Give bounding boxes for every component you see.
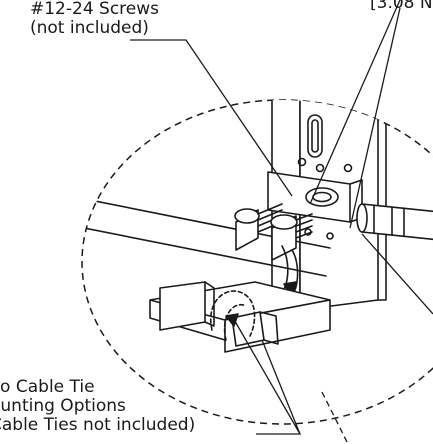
leader-torque-2 (349, 7, 401, 229)
screws-callout: #12-24 Screws (not included) (30, 0, 159, 38)
torque-callout-line1: [3.08 N.m] (370, 0, 433, 13)
cable-tie-callout: vo Cable Tie ounting Options Cable Ties … (0, 378, 195, 435)
right-connector (356, 203, 433, 241)
cable-tie-callout-line3: Cable Ties not included) (0, 415, 196, 435)
cable-tie-callout-line1: vo Cable Tie (0, 377, 95, 397)
torque-callout: [3.08 N.m] (370, 0, 433, 13)
screws-callout-line2: (not included) (30, 18, 149, 38)
leader-right (361, 233, 433, 315)
leader-torque (309, 0, 401, 205)
screw-right (270, 213, 313, 261)
clamp-block (267, 171, 363, 223)
cable-tie-callout-line2: ounting Options (0, 396, 126, 416)
leader-cable-b (261, 339, 301, 435)
leader-screws (130, 39, 293, 197)
screw-left (234, 203, 283, 251)
screws-callout-line1: #12-24 Screws (30, 0, 160, 19)
leader-lines (130, 0, 433, 444)
base-bracket (149, 281, 331, 353)
